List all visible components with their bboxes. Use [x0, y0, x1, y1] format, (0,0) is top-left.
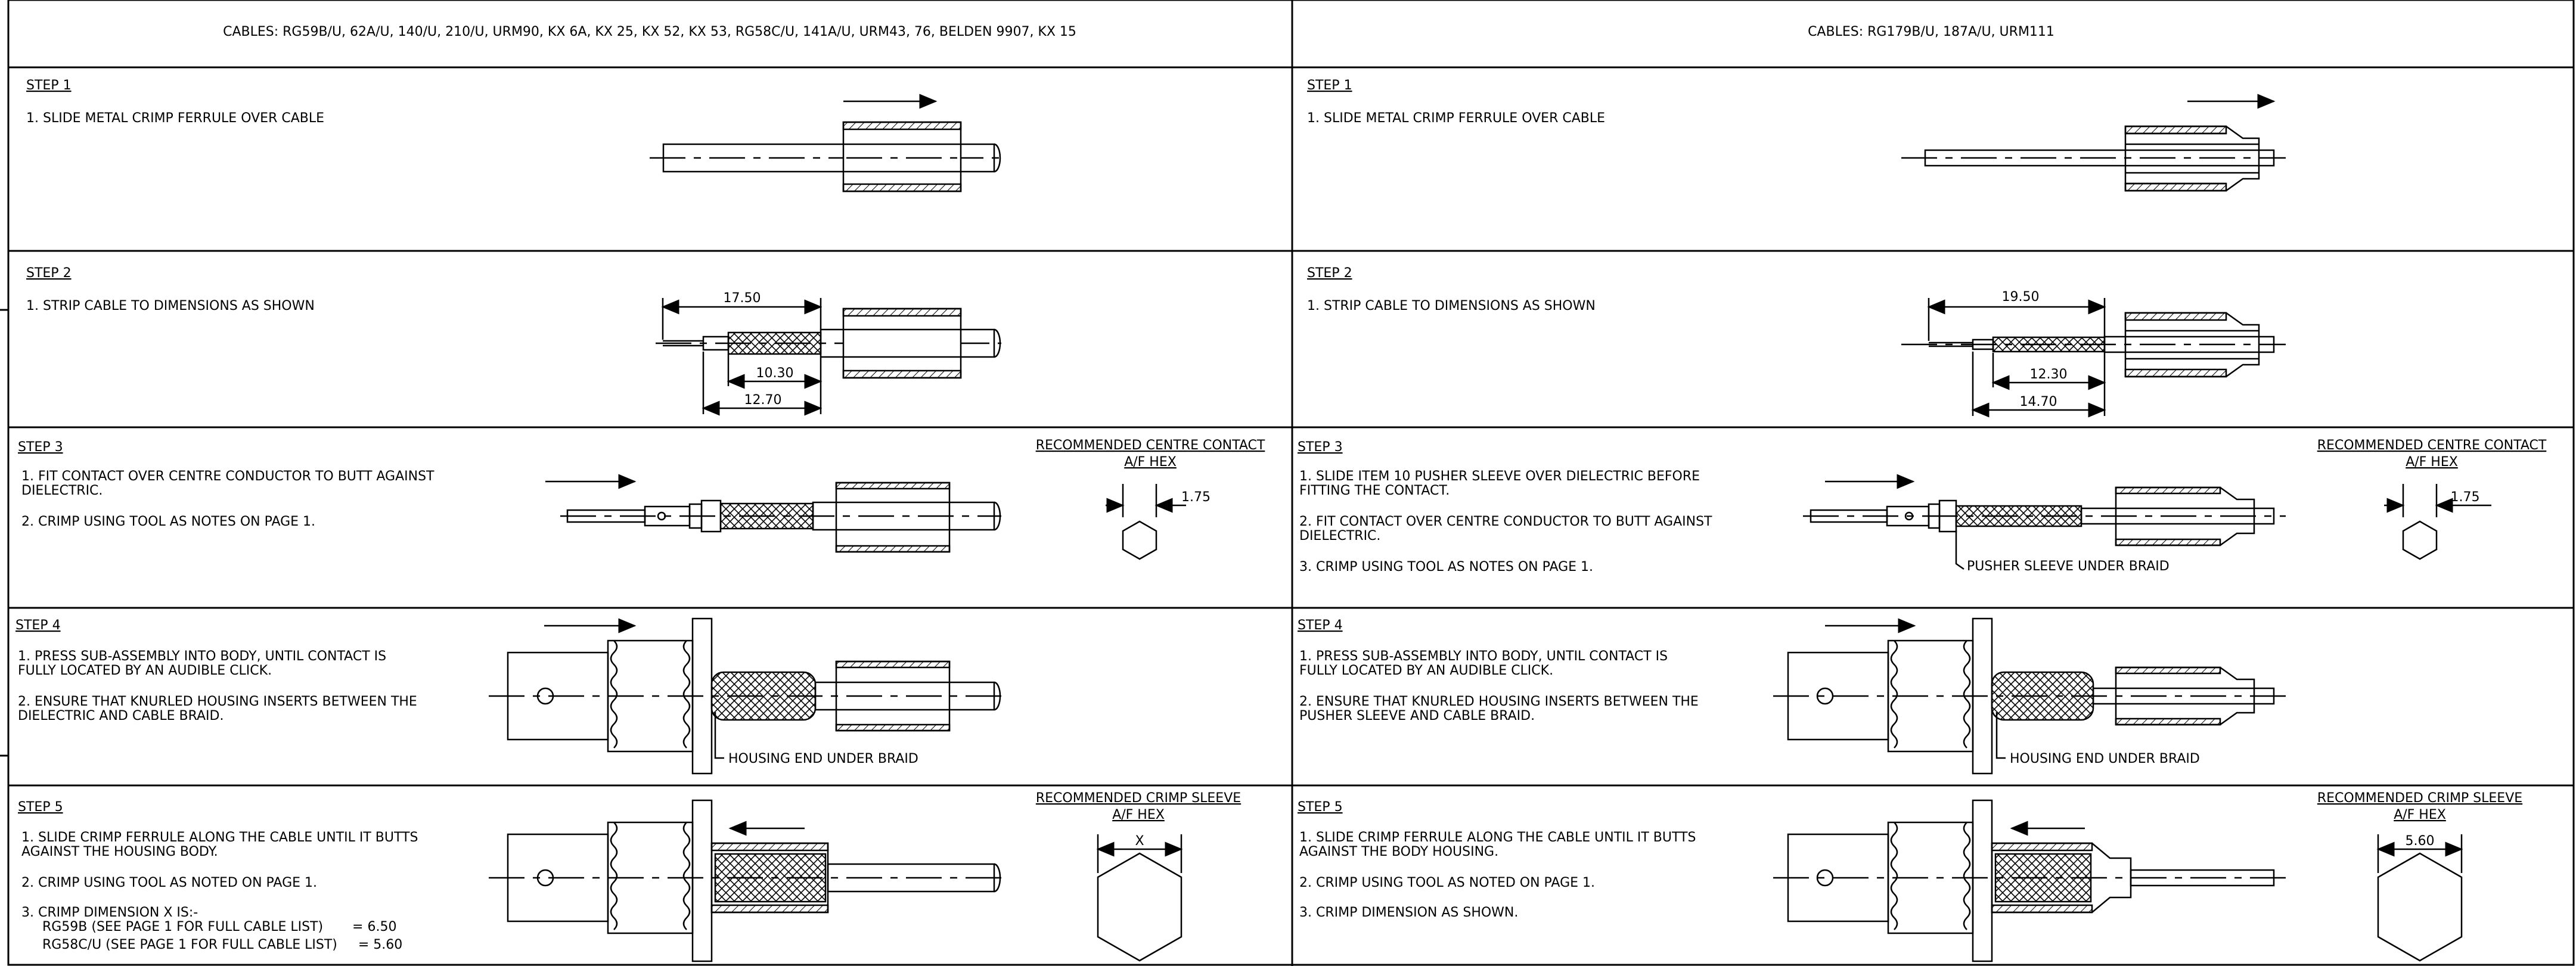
right-hex-dim-1-75: 1.75 [2451, 490, 2480, 505]
left-step5: STEP 5 1. SLIDE CRIMP FERRULE ALONG THE … [18, 791, 1241, 962]
left-step1: STEP 1 1. SLIDE METAL CRIMP FERRULE OVER… [26, 78, 1001, 192]
left-step4-title: STEP 4 [15, 618, 61, 633]
left-cables-header: CABLES: RG59B/U, 62A/U, 140/U, 210/U, UR… [223, 24, 1076, 39]
left-step1-drawing [650, 94, 1001, 192]
left-step2-title: STEP 2 [26, 266, 72, 281]
right-step3-callout: PUSHER SLEEVE UNDER BRAID [1967, 559, 2170, 574]
right-step5-line4: 3. CRIMP DIMENSION AS SHOWN. [1299, 905, 1518, 920]
left-step3-line1: 1. FIT CONTACT OVER CENTRE CONDUCTOR TO … [21, 469, 434, 484]
left-step4: STEP 4 1. PRESS SUB-ASSEMBLY INTO BODY, … [15, 617, 1001, 775]
left-step4-line2: FULLY LOCATED BY AN AUDIBLE CLICK. [18, 663, 272, 678]
right-step3-line3: 2. FIT CONTACT OVER CENTRE CONDUCTOR TO … [1299, 514, 1712, 529]
right-step5-line1: 1. SLIDE CRIMP FERRULE ALONG THE CABLE U… [1299, 830, 1696, 845]
right-step2: STEP 2 1. STRIP CABLE TO DIMENSIONS AS S… [1307, 266, 2286, 418]
right-step5-line2: AGAINST THE BODY HOUSING. [1299, 844, 1498, 859]
right-step5-line3: 2. CRIMP USING TOOL AS NOTED ON PAGE 1. [1299, 875, 1595, 890]
left-step3-title: STEP 3 [18, 440, 63, 455]
right-step4-line3: 2. ENSURE THAT KNURLED HOUSING INSERTS B… [1299, 694, 1699, 709]
right-step3-line4: DIELECTRIC. [1299, 529, 1380, 543]
right-step4-line2: FULLY LOCATED BY AN AUDIBLE CLICK. [1299, 663, 1553, 678]
left-step5-line5: RG59B (SEE PAGE 1 FOR FULL CABLE LIST) =… [21, 920, 396, 934]
left-step3: STEP 3 1. FIT CONTACT OVER CENTRE CONDUC… [18, 438, 1265, 560]
right-step5-drawing [1773, 799, 2286, 962]
left-step5-line6: RG58C/U (SEE PAGE 1 FOR FULL CABLE LIST)… [21, 937, 402, 952]
left-dim-12-70: 12.70 [744, 393, 782, 408]
left-step2-drawing [656, 298, 1001, 416]
right-step1-line1: 1. SLIDE METAL CRIMP FERRULE OVER CABLE [1307, 111, 1605, 126]
left-step3-line2: DIELECTRIC. [21, 483, 103, 498]
left-step5-line3: 2. CRIMP USING TOOL AS NOTED ON PAGE 1. [21, 875, 317, 890]
left-step3-drawing [545, 474, 1001, 553]
right-step3-drawing [1803, 474, 2286, 570]
left-step4-drawing [489, 617, 1001, 775]
left-step5-line2: AGAINST THE HOUSING BODY. [21, 844, 218, 859]
right-step5-title: STEP 5 [1298, 800, 1343, 815]
right-hex-dim-5-60: 5.60 [2406, 834, 2435, 849]
right-step2-title: STEP 2 [1307, 266, 1352, 281]
right-step3-recommended-title: RECOMMENDED CENTRE CONTACT [2317, 438, 2547, 453]
right-cables-header: CABLES: RG179B/U, 187A/U, URM111 [1808, 24, 2054, 39]
right-step5-hex-caption: A/F HEX [2394, 807, 2446, 822]
left-step5-line4: 3. CRIMP DIMENSION X IS:- [21, 905, 198, 920]
left-step4-callout: HOUSING END UNDER BRAID [728, 751, 918, 766]
right-step3: STEP 3 1. SLIDE ITEM 10 PUSHER SLEEVE OV… [1298, 438, 2547, 574]
left-step1-line1: 1. SLIDE METAL CRIMP FERRULE OVER CABLE [26, 111, 324, 126]
left-step5-drawing [489, 799, 1001, 962]
left-hex-dim-x: X [1135, 834, 1144, 849]
left-crimp-sleeve-hex [1096, 834, 1183, 962]
right-step3-line1: 1. SLIDE ITEM 10 PUSHER SLEEVE OVER DIEL… [1299, 469, 1700, 484]
left-step5-line1: 1. SLIDE CRIMP FERRULE ALONG THE CABLE U… [21, 830, 418, 845]
right-step5: STEP 5 1. SLIDE CRIMP FERRULE ALONG THE … [1298, 791, 2522, 962]
left-dim-10-30: 10.30 [756, 366, 794, 381]
left-step3-hex-caption: A/F HEX [1124, 455, 1177, 470]
left-step5-title: STEP 5 [18, 800, 63, 815]
right-dim-19-50: 19.50 [2002, 290, 2040, 305]
right-step3-line5: 3. CRIMP USING TOOL AS NOTES ON PAGE 1. [1299, 560, 1593, 574]
right-step4-drawing [1773, 617, 2286, 775]
right-step2-line1: 1. STRIP CABLE TO DIMENSIONS AS SHOWN [1307, 299, 1596, 313]
left-step3-line3: 2. CRIMP USING TOOL AS NOTES ON PAGE 1. [21, 514, 315, 529]
left-step3-recommended-title: RECOMMENDED CENTRE CONTACT [1036, 438, 1265, 453]
right-step2-drawing [1901, 298, 2286, 418]
right-dim-14-70: 14.70 [2020, 395, 2057, 409]
right-step4-line4: PUSHER SLEEVE AND CABLE BRAID. [1299, 709, 1535, 723]
right-step4-callout: HOUSING END UNDER BRAID [2010, 751, 2200, 766]
left-dim-17-50: 17.50 [724, 291, 761, 306]
right-step1-drawing [1901, 94, 2286, 192]
left-hex-dim-1-75: 1.75 [1181, 490, 1211, 505]
right-step4-line1: 1. PRESS SUB-ASSEMBLY INTO BODY, UNTIL C… [1299, 649, 1668, 664]
left-step4-line4: DIELECTRIC AND CABLE BRAID. [18, 709, 224, 723]
right-centre-contact-hex [2384, 484, 2491, 560]
right-dim-12-30: 12.30 [2030, 367, 2068, 382]
right-step3-hex-caption: A/F HEX [2406, 455, 2458, 470]
left-centre-contact-hex [1106, 484, 1186, 560]
left-step4-line3: 2. ENSURE THAT KNURLED HOUSING INSERTS B… [18, 694, 417, 709]
right-step3-title: STEP 3 [1298, 440, 1343, 455]
left-step1-title: STEP 1 [26, 78, 72, 93]
left-step2-line1: 1. STRIP CABLE TO DIMENSIONS AS SHOWN [26, 299, 315, 313]
right-step4-title: STEP 4 [1298, 618, 1343, 633]
right-crimp-sleeve-hex [2376, 834, 2463, 962]
right-step1: STEP 1 1. SLIDE METAL CRIMP FERRULE OVER… [1307, 78, 2286, 192]
left-step5-hex-caption: A/F HEX [1112, 807, 1165, 822]
right-step5-recommended-title: RECOMMENDED CRIMP SLEEVE [2317, 791, 2522, 806]
left-step5-recommended-title: RECOMMENDED CRIMP SLEEVE [1036, 791, 1241, 806]
right-step3-line2: FITTING THE CONTACT. [1299, 483, 1450, 498]
right-step4: STEP 4 1. PRESS SUB-ASSEMBLY INTO BODY, … [1298, 617, 2286, 775]
left-step4-line1: 1. PRESS SUB-ASSEMBLY INTO BODY, UNTIL C… [18, 649, 386, 664]
left-step2: STEP 2 1. STRIP CABLE TO DIMENSIONS AS S… [26, 266, 1001, 416]
right-step1-title: STEP 1 [1307, 78, 1352, 93]
